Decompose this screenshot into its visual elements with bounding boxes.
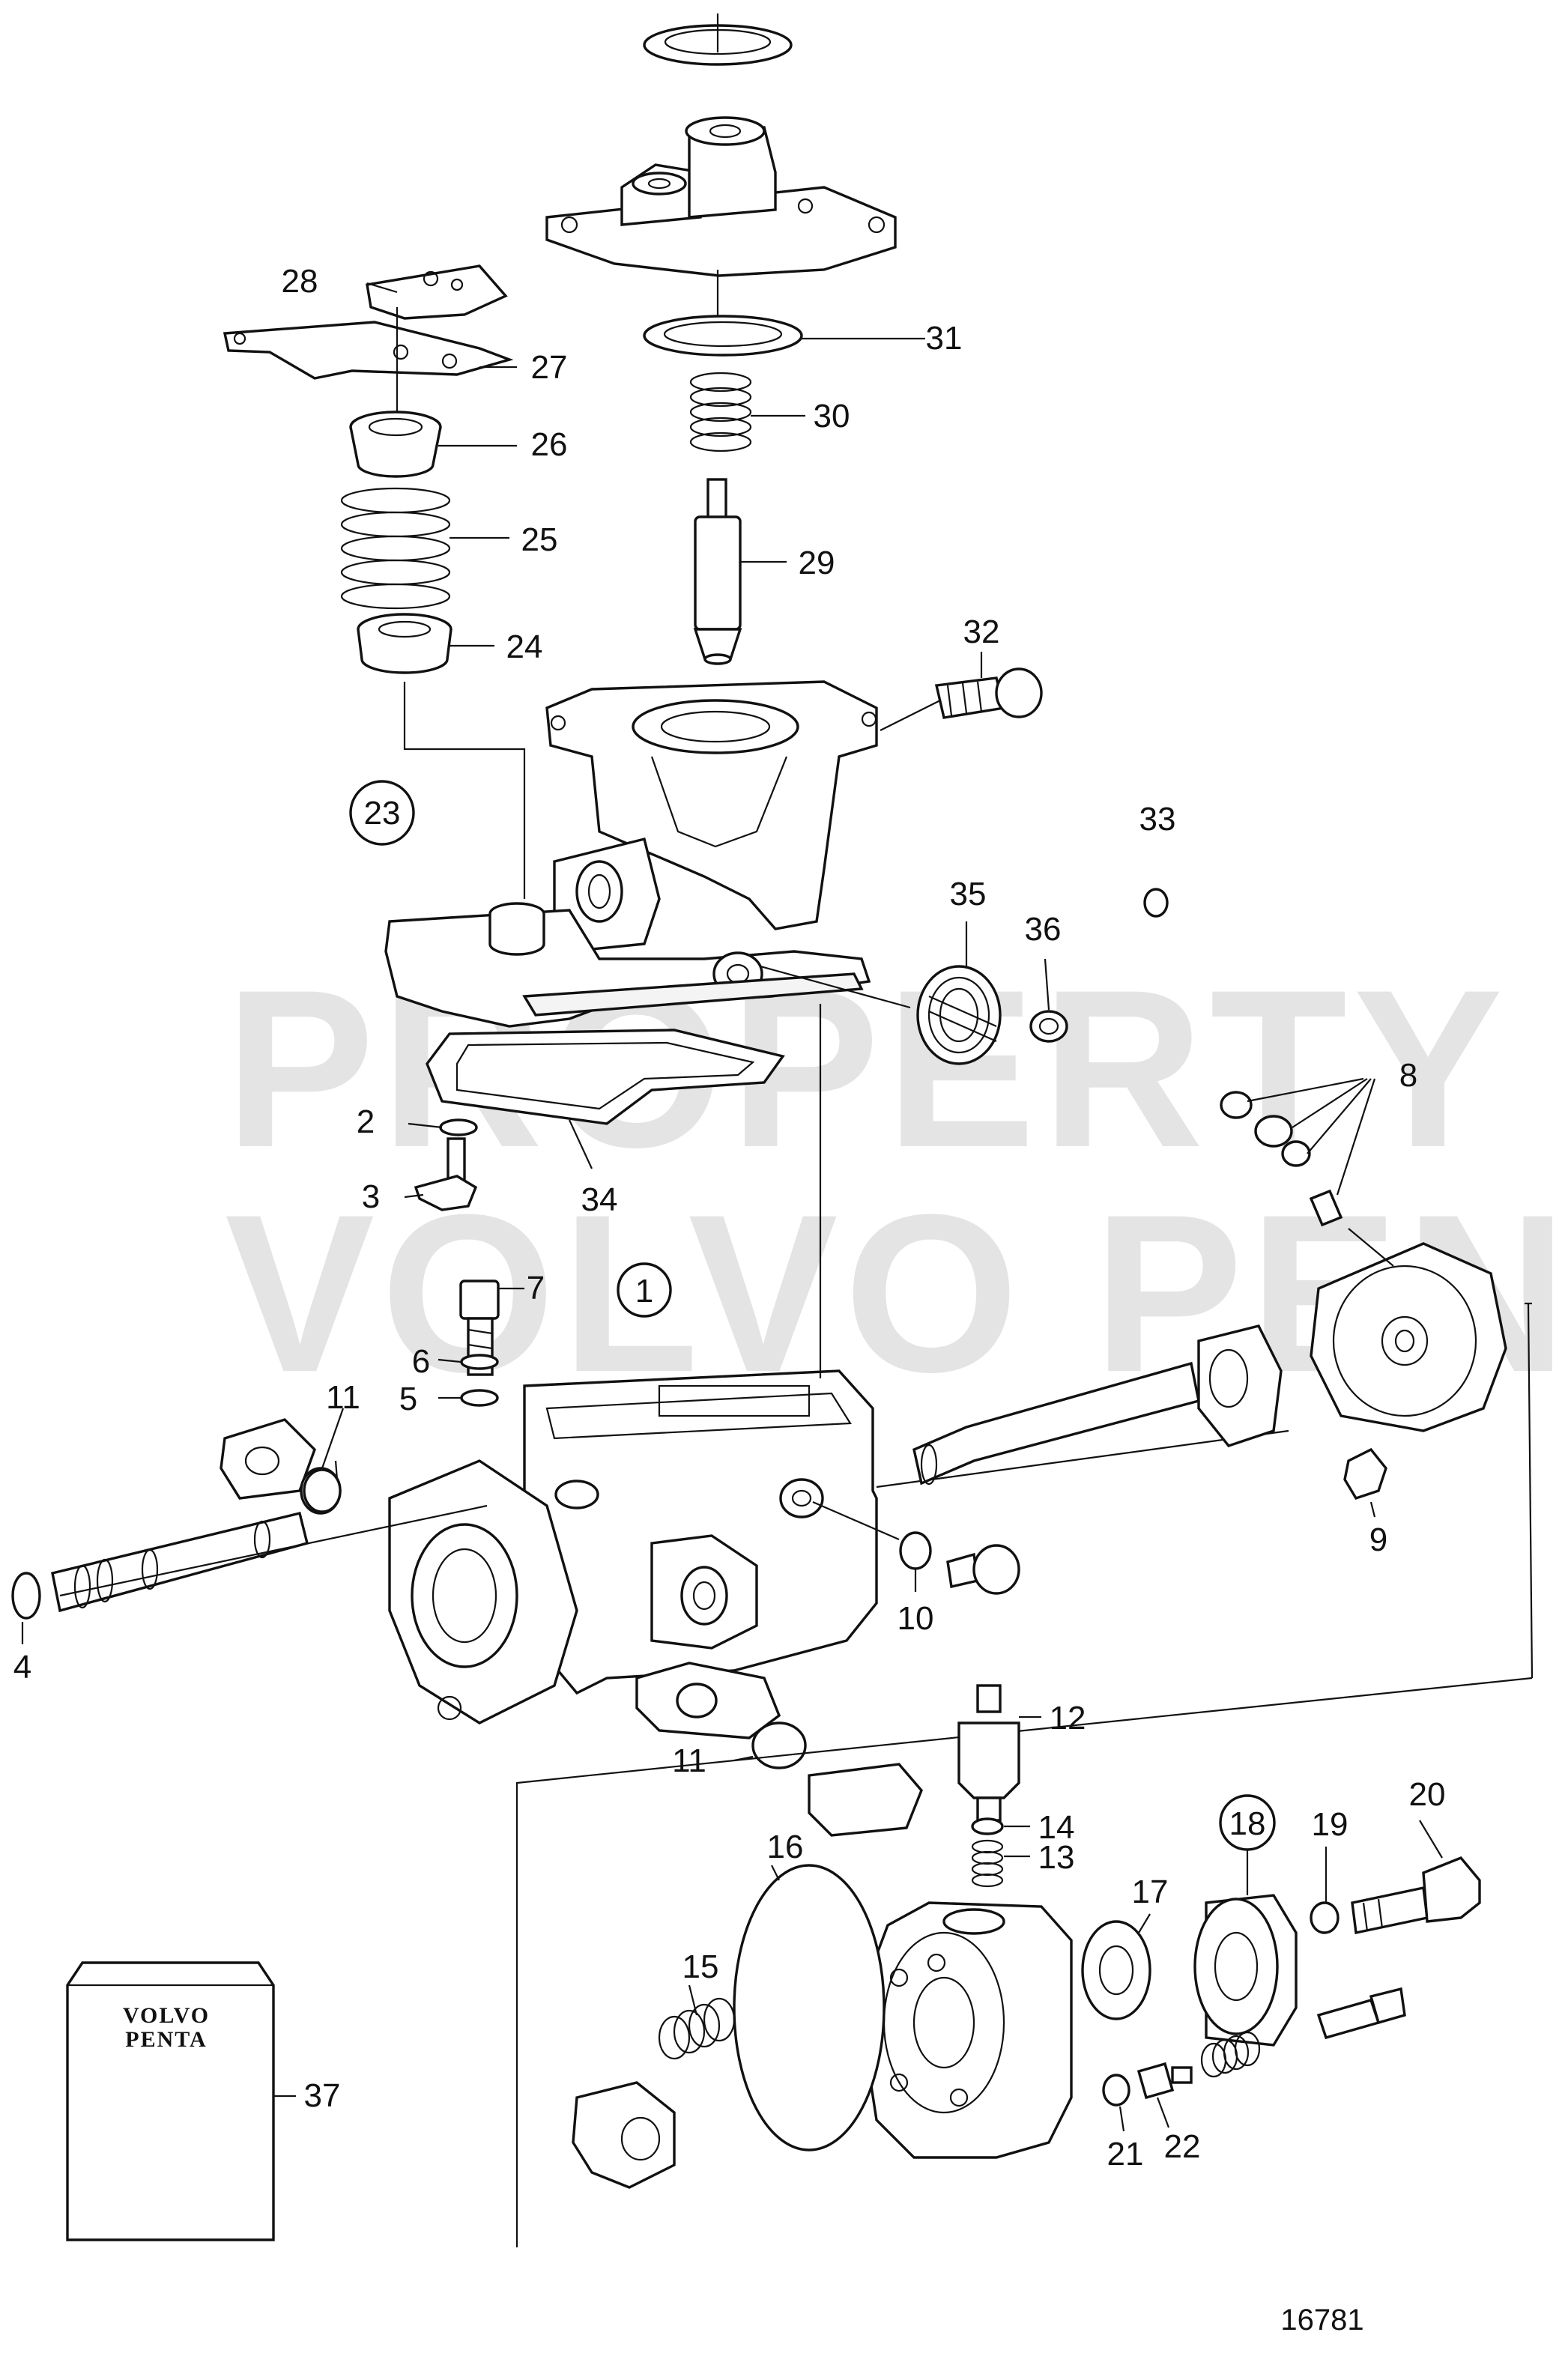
label-1: 1 [635, 1273, 653, 1309]
label-2: 2 [357, 1103, 375, 1140]
label-20: 20 [1409, 1776, 1446, 1813]
washer-6 [460, 1354, 499, 1370]
label-29: 29 [799, 545, 835, 581]
callout-circle-23 [349, 780, 415, 846]
label-14: 14 [1038, 1809, 1075, 1846]
label-6: 6 [412, 1343, 430, 1380]
drive-shaft-right [912, 1324, 1283, 1486]
label-33: 33 [1139, 801, 1176, 838]
label-15: 15 [682, 1948, 719, 1985]
label-8: 8 [1399, 1057, 1417, 1094]
flange-plate [572, 2081, 676, 2189]
label-9: 9 [1369, 1521, 1387, 1558]
valve-22 [1136, 2062, 1193, 2100]
spring-15 [658, 1997, 736, 2060]
label-10: 10 [897, 1600, 934, 1637]
label-13: 13 [1038, 1839, 1075, 1876]
spring-seat-26 [349, 411, 442, 478]
label-5: 5 [399, 1381, 417, 1417]
label-23: 23 [364, 795, 401, 832]
label-26: 26 [531, 426, 568, 463]
drive-shaft-4 [11, 1511, 309, 1620]
spring-13 [971, 1839, 1004, 1888]
washer-36 [1029, 1010, 1068, 1043]
o-ring-16 [733, 1864, 886, 2151]
kit-brand-line-1: VOLVO [123, 2003, 210, 2028]
pin-3 [414, 1137, 478, 1211]
governor-shaft-29 [693, 478, 742, 665]
screw-32 [934, 667, 1043, 719]
lever-plate-28 [366, 264, 508, 320]
label-11-lower: 11 [672, 1742, 706, 1779]
label-18: 18 [1229, 1805, 1266, 1842]
piston-18 [1193, 1894, 1298, 2047]
label-12: 12 [1050, 1700, 1086, 1736]
gasket-34 [426, 1029, 785, 1125]
label-28: 28 [282, 263, 318, 300]
label-19: 19 [1312, 1806, 1348, 1843]
top-cap-disc [643, 13, 793, 66]
label-11-upper: 11 [326, 1379, 360, 1416]
o-ring-33 [1143, 888, 1169, 918]
shim-17 [1081, 1920, 1151, 2020]
bolt-20 [1351, 1856, 1481, 1935]
spring-35 [916, 965, 1002, 1065]
label-31: 31 [926, 320, 963, 357]
label-7: 7 [527, 1270, 545, 1306]
label-34: 34 [581, 1181, 618, 1218]
o-ring-2 [439, 1118, 478, 1136]
lever-plate-27 [223, 321, 514, 380]
distributor-head [860, 1901, 1073, 2159]
governor-housing [384, 680, 878, 1028]
plug-set-8 [1220, 1091, 1343, 1227]
label-24: 24 [506, 629, 543, 665]
key-9 [1343, 1447, 1387, 1500]
cam-plate [1310, 1242, 1507, 1432]
spring-30 [689, 372, 752, 452]
washer-10 [899, 1531, 932, 1570]
washer-21 [1102, 2074, 1130, 2107]
label-36: 36 [1025, 911, 1062, 948]
washer-19 [1310, 1901, 1340, 1934]
label-17: 17 [1132, 1874, 1169, 1910]
label-21: 21 [1107, 2136, 1144, 2172]
valve-12 [957, 1684, 1020, 1822]
pump-housing [220, 1369, 878, 1739]
label-35: 35 [950, 876, 987, 912]
washer-5 [460, 1389, 499, 1407]
washer-14 [971, 1817, 1004, 1835]
diagram-id: 16781 [1280, 2304, 1363, 2337]
label-27: 27 [531, 349, 568, 386]
label-3: 3 [362, 1178, 380, 1215]
label-25: 25 [521, 521, 558, 558]
label-32: 32 [963, 614, 1000, 650]
callout-circle-1 [617, 1262, 672, 1318]
callout-circle-18 [1219, 1794, 1276, 1851]
seal-ring-11-lower [751, 1721, 807, 1769]
label-37: 37 [304, 2077, 341, 2114]
spring-seat-24 [357, 613, 452, 674]
cover-gasket-31 [643, 315, 803, 357]
label-16: 16 [767, 1829, 804, 1865]
seal-ring-11-upper [303, 1468, 342, 1513]
kit-brand-line-2: PENTA [125, 2027, 207, 2052]
label-4: 4 [13, 1649, 31, 1686]
label-30: 30 [814, 398, 850, 434]
repair-kit-bag-37: VOLVO PENTA [66, 1961, 275, 2241]
governor-cover [545, 116, 897, 277]
spring-25 [340, 487, 451, 610]
part-labels: 1 2 3 4 5 6 7 8 9 10 11 11 12 13 14 15 1… [13, 263, 1446, 2172]
label-22: 22 [1164, 2128, 1201, 2165]
spring-valve-set [1200, 1987, 1406, 2078]
plug-10 [946, 1544, 1020, 1595]
